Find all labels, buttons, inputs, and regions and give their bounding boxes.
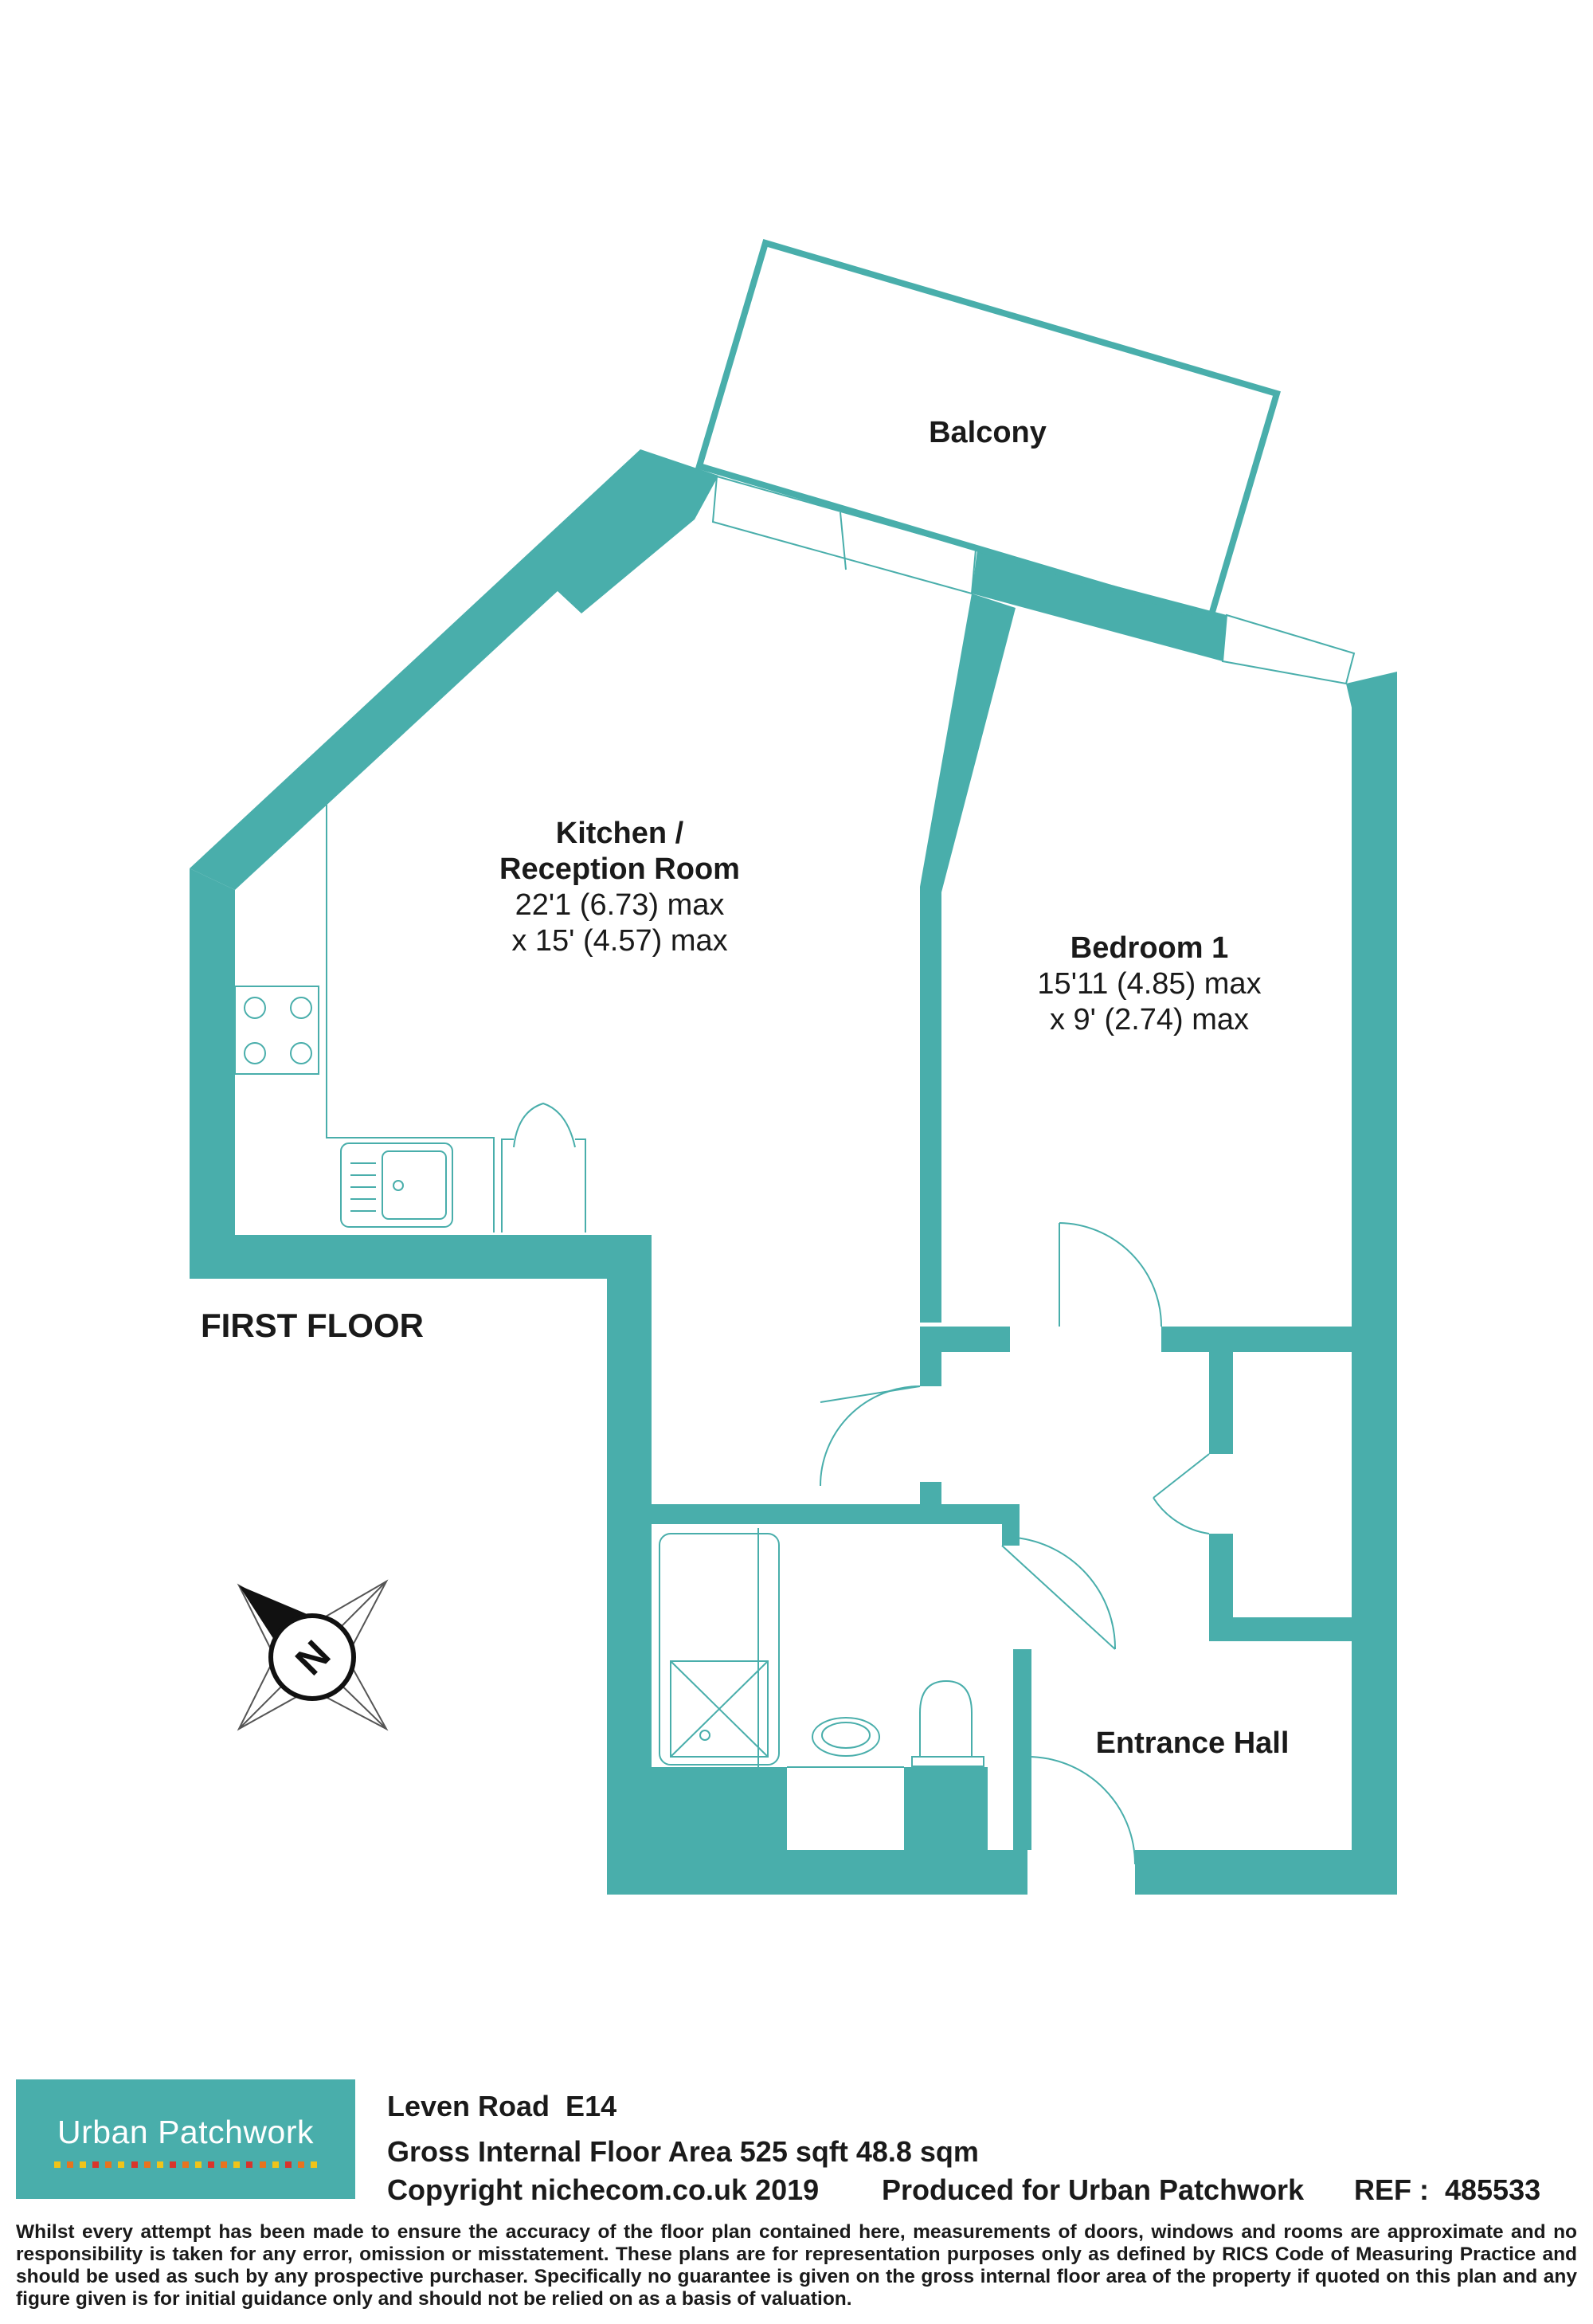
logo-dot [169, 2161, 176, 2168]
wall-cupboard-south [1209, 1617, 1397, 1641]
logo-dots [54, 2161, 317, 2169]
windows [711, 475, 1356, 685]
bathroom-fixtures [659, 1528, 984, 1768]
logo-dot [118, 2161, 125, 2168]
bathroom-block-right [904, 1767, 988, 1850]
logo-dot [221, 2161, 228, 2168]
floor-label: FIRST FLOOR [201, 1307, 424, 1344]
walls [190, 449, 1397, 1895]
wall-northwest [190, 449, 718, 890]
logo-dot [284, 2161, 292, 2168]
logo-dot [182, 2161, 189, 2168]
bathroom-block-left [652, 1767, 787, 1850]
wall-kitchen-south [190, 1235, 652, 1279]
wall-bathroom-east-lower [1013, 1649, 1031, 1850]
logo-dot [246, 2161, 253, 2168]
logo-dot [233, 2161, 241, 2168]
logo-dot [143, 2161, 151, 2168]
wall-bedroom-south-right [1161, 1327, 1397, 1352]
disclaimer: Whilst every attempt has been made to en… [16, 2221, 1577, 2310]
wall-west [190, 868, 235, 1235]
window-kitchen [711, 475, 977, 595]
logo-dot [259, 2161, 266, 2168]
address: Leven Road E14 [387, 2090, 617, 2122]
logo-dot [54, 2161, 61, 2168]
logo-dot [208, 2161, 215, 2168]
bedroom-dim-line2: x 9' (2.74) max [1050, 1003, 1249, 1037]
wall-east [1346, 672, 1397, 1895]
logo-dot [131, 2161, 138, 2168]
wall-entrance-south-right [1135, 1850, 1397, 1895]
kitchen-dim-line2: x 15' (4.57) max [511, 924, 727, 958]
logo-dot [310, 2161, 317, 2168]
entrance-hall-label: Entrance Hall [1096, 1726, 1290, 1760]
basin [812, 1717, 880, 1757]
bath [659, 1533, 780, 1766]
wall-hall-west-lower [920, 1482, 941, 1524]
wall-bedroom-north [972, 550, 1227, 661]
compass-rose-icon: N [237, 1579, 389, 1731]
kitchen-name-line1: Kitchen / [556, 817, 684, 850]
logo-dot [195, 2161, 202, 2168]
hob [234, 986, 319, 1075]
logo-dot [272, 2161, 279, 2168]
wall-bathroom-west [607, 1235, 652, 1895]
wall-cupboard-west-lower [1209, 1534, 1233, 1641]
wall-bathroom-east [1002, 1504, 1020, 1546]
brand-logo: Urban Patchwork [16, 2079, 355, 2199]
floor-area: Gross Internal Floor Area 525 sqft 48.8 … [387, 2135, 979, 2168]
kitchen-dim-line1: 22'1 (6.73) max [515, 888, 725, 922]
window-bedroom [1221, 613, 1356, 685]
logo-dot [297, 2161, 304, 2168]
sink [340, 1142, 453, 1228]
reference: REF : 485533 [1354, 2173, 1541, 2206]
wall-bedroom-west [920, 594, 1016, 1323]
logo-dot [92, 2161, 100, 2168]
doors [820, 1222, 1210, 1865]
wall-bathroom-south [607, 1850, 1027, 1895]
kitchen-name-line2: Reception Room [499, 852, 740, 886]
bedroom-name: Bedroom 1 [1070, 931, 1228, 965]
copyright: Copyright nichecom.co.uk 2019 [387, 2173, 820, 2206]
wall-bedroom-south-left [920, 1327, 1010, 1352]
toilet [919, 1679, 973, 1758]
wall-entrance-south-left [1013, 1840, 1027, 1895]
logo-text: Urban Patchwork [57, 2114, 314, 2150]
logo-dot [80, 2161, 87, 2168]
kitchen-units [234, 805, 586, 1233]
logo-dot [156, 2161, 163, 2168]
logo-dot [105, 2161, 112, 2168]
balcony-label: Balcony [929, 416, 1047, 449]
bedroom-dim-line1: 15'11 (4.85) max [1037, 967, 1261, 1001]
wall-hall-west [920, 1352, 941, 1386]
balcony-outline [695, 239, 1281, 621]
wall-cupboard-west [1209, 1352, 1233, 1454]
logo-dot [67, 2161, 74, 2168]
produced-for: Produced for Urban Patchwork [882, 2173, 1305, 2206]
wall-bathroom-north [652, 1504, 1016, 1524]
